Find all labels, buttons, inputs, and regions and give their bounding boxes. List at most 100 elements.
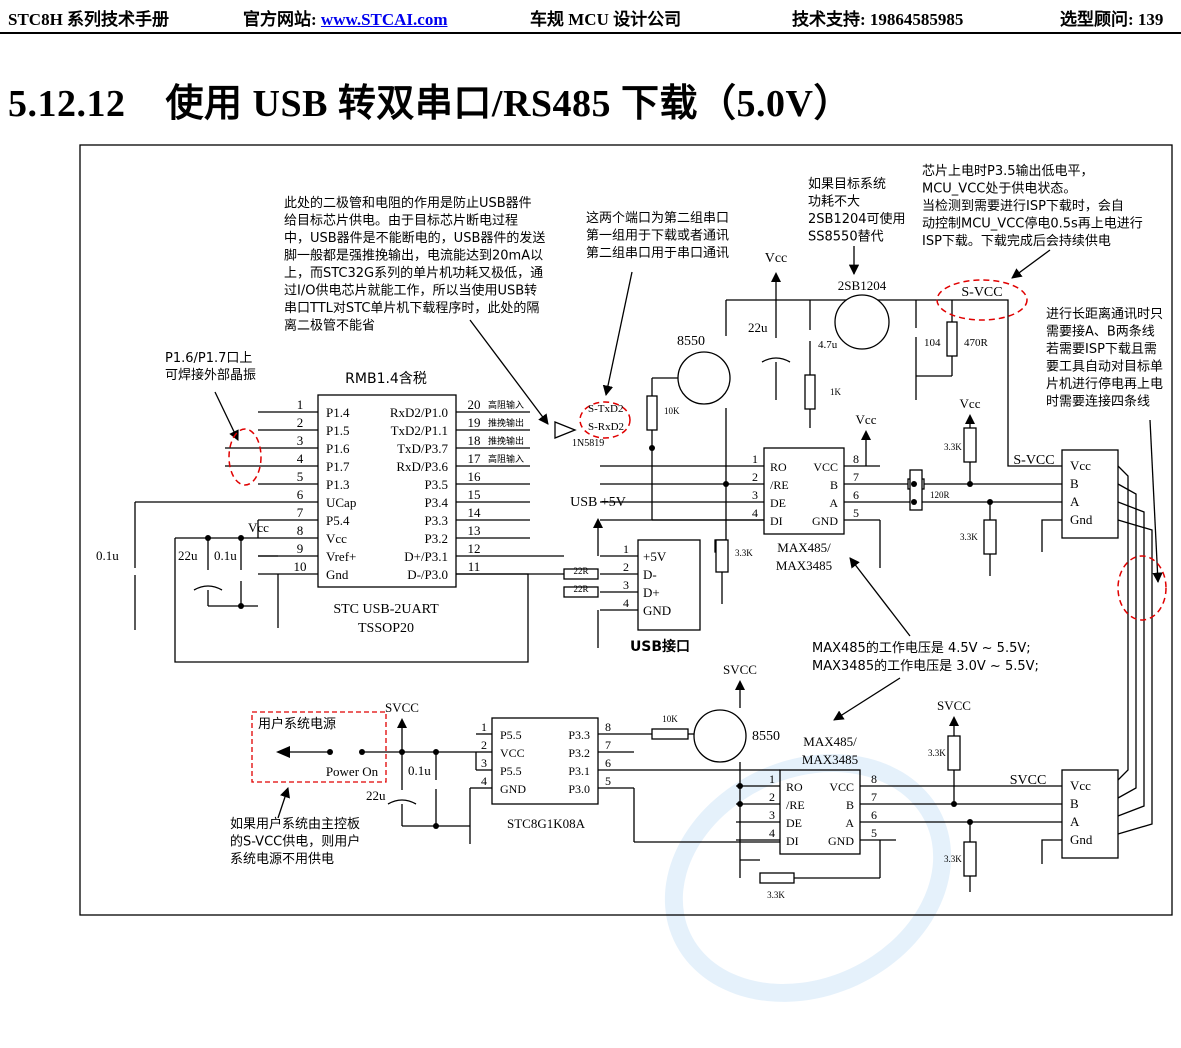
pin-name: P5.5	[500, 728, 522, 742]
pin-name: UCap	[326, 495, 356, 510]
res-label: 3.3K	[767, 890, 785, 900]
website-label: 官方网站:	[243, 10, 317, 29]
cap-label: 0.1u	[96, 548, 119, 563]
section-number: 5.12.12	[8, 83, 126, 125]
pin-number: 16	[468, 469, 482, 484]
crystal-note: 可焊接外部晶振	[165, 367, 256, 383]
components	[79, 144, 1173, 916]
pin-name: DI	[770, 514, 783, 528]
res-label: 3.3K	[944, 854, 962, 864]
bus-highlight	[1117, 555, 1167, 621]
pin-name: Vref+	[326, 549, 356, 564]
pin-number: 10	[294, 559, 307, 574]
rs485-note: 片机进行停电再上电	[1046, 376, 1163, 392]
pin-number: 19	[468, 415, 481, 430]
diagram-frame	[79, 144, 1173, 916]
resistor-470R	[946, 321, 958, 357]
junction-dot	[737, 783, 743, 789]
pin-name: TxD2/P1.1	[391, 423, 448, 438]
pin-name: P5.5	[500, 764, 522, 778]
pin-number: 1	[769, 772, 775, 786]
pin-number: 15	[468, 487, 481, 502]
rs485-note: 需要接A、B两条线	[1046, 324, 1155, 340]
junction-dot	[433, 749, 439, 755]
connector-label: B	[1070, 476, 1079, 491]
pin-name: P1.6	[326, 441, 350, 456]
res-label: 1K	[830, 387, 842, 397]
chip-stc8g1k08a	[491, 717, 599, 805]
res-label: 3.3K	[928, 748, 946, 758]
pin-number: 3	[769, 808, 775, 822]
resistor-3.3K	[715, 539, 729, 573]
pin-name: RxD/P3.6	[396, 459, 448, 474]
voltage-note: MAX3485的工作电压是 3.0V ~ 5.5V;	[812, 658, 1039, 674]
pin-mode-note: 推挽输出	[488, 435, 524, 447]
rs485-bus	[1117, 501, 1145, 817]
pin-number: 5	[297, 469, 304, 484]
transistor-label: 8550	[677, 334, 705, 349]
pin-name: D-	[643, 567, 657, 582]
chip-price: RMB1.4含税	[345, 371, 427, 387]
transistor-note: SS8550替代	[808, 230, 884, 245]
pin-name: GND	[500, 782, 526, 796]
pin-number: 13	[468, 523, 481, 538]
electrolytic-capacitor	[761, 357, 791, 363]
resistor-22R	[563, 568, 599, 580]
website-link[interactable]: www.STCAI.com	[320, 10, 448, 29]
voltage-note-arrow	[833, 677, 901, 721]
pin-name: RxD2/P1.0	[390, 405, 448, 420]
wire	[960, 299, 1062, 467]
supply-arrow	[735, 680, 745, 690]
transistor-8550	[693, 709, 747, 763]
power-note-arrow	[1011, 249, 1051, 279]
svcc-label: S-VCC	[1013, 453, 1054, 468]
transistor-8550	[677, 351, 731, 405]
pin-name: DI	[786, 834, 799, 848]
transistor-note: 2SB1204可使用	[808, 211, 906, 227]
power-arrow	[276, 746, 290, 758]
chip-name: MAX3485	[802, 752, 858, 767]
rs485-note: 若需要ISP下载且需	[1046, 341, 1157, 357]
pin-number: 18	[468, 433, 481, 448]
rs485-connector-top	[1061, 449, 1119, 539]
pin-mode-note: 高阻输入	[488, 453, 524, 465]
chip-package: TSSOP20	[358, 621, 414, 636]
pin-name: /RE	[786, 798, 805, 812]
pin-number: 2	[769, 790, 775, 804]
section-heading: 使用 USB 转双串口/RS485 下载（5.0V）	[165, 83, 852, 125]
pin-name: A	[829, 496, 838, 510]
pin-name: P1.3	[326, 477, 349, 492]
pin-name: /RE	[770, 478, 789, 492]
rs485-bus	[1117, 519, 1153, 835]
pin-number: 1	[297, 397, 304, 412]
junction-dot	[359, 749, 365, 755]
diode-note: 上，而STC32G系列的单片机功耗又极低，通	[284, 265, 543, 281]
port-label: S-RxD2	[588, 421, 624, 433]
consultant-phone: 选型顾问: 139	[1060, 10, 1164, 29]
resistor-3.3K	[983, 519, 997, 555]
wires	[134, 246, 1163, 892]
pin-name: P3.4	[425, 495, 449, 510]
chip-name: MAX485/	[777, 540, 831, 555]
wire	[1041, 839, 1062, 856]
rs485-note-arrow	[1149, 419, 1163, 584]
pin-name: DE	[786, 816, 802, 830]
svcc-label: SVCC	[1010, 773, 1047, 788]
pin-name: Vcc	[326, 531, 347, 546]
website: 官方网站: www.STCAI.com	[243, 5, 447, 30]
user-power-note: 系统电源不用供电	[230, 852, 334, 867]
pin-name: P1.4	[326, 405, 350, 420]
junction-dot	[967, 819, 973, 825]
pin-number: 7	[871, 790, 877, 804]
res-label: 470R	[964, 337, 989, 349]
pin-name: RO	[770, 460, 787, 474]
chip-name: MAX3485	[776, 558, 832, 573]
pin-name: GND	[828, 834, 854, 848]
junction-dot	[433, 823, 439, 829]
junction-dot	[911, 499, 917, 505]
supply-arrow	[965, 414, 975, 424]
resistor-3.3K	[963, 427, 977, 463]
pin-number: 11	[468, 559, 481, 574]
pin-number: 2	[481, 738, 487, 752]
resistor-3.3K	[759, 872, 795, 884]
